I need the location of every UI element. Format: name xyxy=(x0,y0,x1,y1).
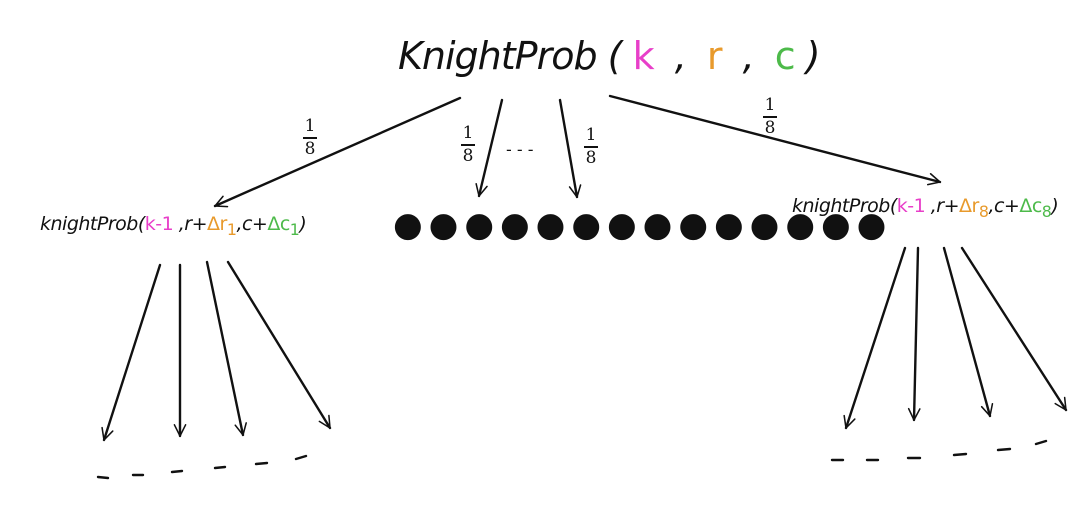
edge-probability-right-num: 1 xyxy=(764,95,776,115)
arrow-root-to-left-child xyxy=(213,96,462,208)
left-child-c-prefix: ,c+ xyxy=(236,213,268,235)
arrow-root-to-mid-left xyxy=(475,98,504,198)
left-child-open-paren: ( xyxy=(137,213,145,235)
edge-probability-left: 1 8 xyxy=(303,118,317,158)
right-child-func-name: knightProb xyxy=(792,195,890,217)
left-child-node-label: knightProb(k-1 ,r+Δr1,c+Δc1) xyxy=(40,213,307,239)
edge-probability-mid-right: 1 8 xyxy=(584,127,598,167)
left-child-param-k: k-1 xyxy=(144,213,174,235)
left-child-close-paren: ) xyxy=(299,213,307,235)
arrow-right-child-branch-4 xyxy=(960,246,1068,412)
fraction-bar xyxy=(584,146,598,148)
arrow-right-child-branch-3 xyxy=(942,246,994,418)
right-child-param-k: k-1 xyxy=(896,195,926,217)
root-param-k: k xyxy=(632,34,655,78)
left-child-r-delta-text: Δr xyxy=(207,213,227,235)
edge-probability-left-num: 1 xyxy=(304,116,316,136)
right-child-r-delta: Δr8 xyxy=(959,195,989,221)
root-param-c: c xyxy=(774,34,796,78)
right-child-node-label: knightProb(k-1 ,r+Δr8,c+Δc8) xyxy=(792,195,1059,221)
root-node-label: KnightProb ( k , r , c ) xyxy=(398,34,821,78)
right-child-close-paren: ) xyxy=(1051,195,1059,217)
root-param-r: r xyxy=(706,34,723,78)
left-child-func-name: knightProb xyxy=(40,213,138,235)
arrow-left-child-branch-4 xyxy=(226,260,332,430)
continuation-dashes-right xyxy=(830,439,1048,462)
left-child-c-delta-text: Δc xyxy=(267,213,290,235)
root-open-paren: ( xyxy=(607,34,623,78)
root-close-paren: ) xyxy=(805,34,821,78)
right-child-open-paren: ( xyxy=(889,195,897,217)
right-child-c-sub: 8 xyxy=(1041,201,1052,221)
fraction-bar xyxy=(763,116,777,118)
right-child-c-prefix: ,c+ xyxy=(988,195,1020,217)
arrow-right-child-branch-1 xyxy=(843,246,907,430)
right-child-r-sub: 8 xyxy=(978,201,989,221)
arrow-left-child-branch-1 xyxy=(101,263,162,442)
left-child-r-delta: Δr1 xyxy=(207,213,237,239)
left-child-r-prefix: ,r+ xyxy=(178,213,208,235)
right-child-c-delta: Δc8 xyxy=(1019,195,1052,221)
left-child-c-sub: 1 xyxy=(289,219,300,239)
root-comma-1: , xyxy=(674,34,687,78)
root-comma-2: , xyxy=(742,34,755,78)
edge-probability-mid-left-num: 1 xyxy=(462,123,474,143)
left-child-r-sub: 1 xyxy=(226,219,237,239)
edge-probability-mid-left-den: 8 xyxy=(462,146,474,166)
edge-probability-mid-left: 1 8 xyxy=(461,125,475,165)
arrow-left-child-branch-3 xyxy=(205,260,247,437)
continuation-dashes-left xyxy=(96,454,308,480)
right-child-r-prefix: ,r+ xyxy=(930,195,960,217)
arrow-root-to-right-child xyxy=(608,94,942,186)
edge-probability-right: 1 8 xyxy=(763,97,777,137)
right-child-r-delta-text: Δr xyxy=(959,195,979,217)
arrow-root-to-mid-right xyxy=(558,98,582,199)
root-func-name: KnightProb xyxy=(398,34,598,78)
middle-ellipsis: - - - xyxy=(506,140,534,159)
omitted-children-dots: ●●●●●●●●●●●●●● xyxy=(393,205,893,245)
fraction-bar xyxy=(303,137,317,139)
edge-probability-right-den: 8 xyxy=(764,118,776,138)
fraction-bar xyxy=(461,144,475,146)
left-child-c-delta: Δc1 xyxy=(267,213,300,239)
edge-probability-mid-right-den: 8 xyxy=(585,148,597,168)
right-child-c-delta-text: Δc xyxy=(1019,195,1042,217)
arrow-right-child-branch-2 xyxy=(907,246,921,422)
edge-probability-left-den: 8 xyxy=(304,139,316,159)
edge-probability-mid-right-num: 1 xyxy=(585,125,597,145)
